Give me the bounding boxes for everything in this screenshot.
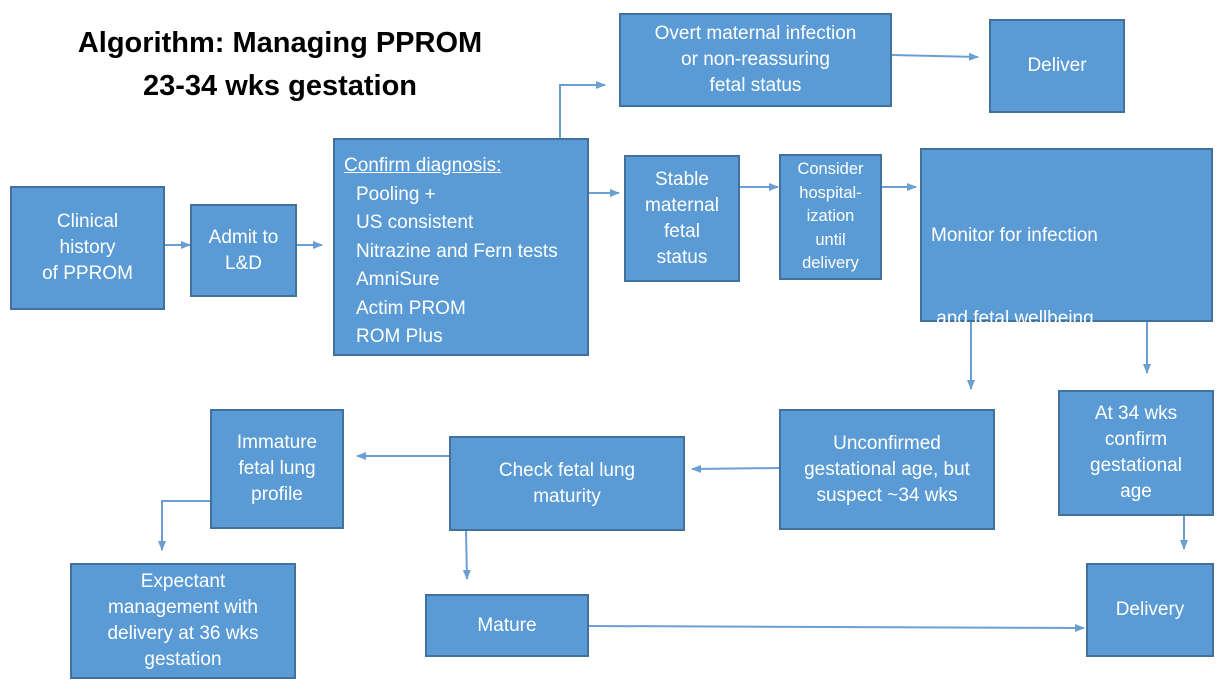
- diagram-title: Algorithm: Managing PPROM 23-34 wks gest…: [40, 22, 520, 108]
- confirm-item: Nitrazine and Fern tests: [356, 240, 558, 262]
- confirm-item: US consistent: [356, 212, 474, 233]
- node-immature-lung-profile: Immature fetal lung profile: [210, 409, 344, 529]
- confirm-item: AmniSure: [356, 269, 440, 290]
- node-unconfirmed-gestational-age: Unconfirmed gestational age, but suspect…: [779, 409, 995, 530]
- node-clinical-history: Clinical history of PPROM: [10, 186, 165, 310]
- title-line-1: Algorithm: Managing PPROM: [77, 27, 483, 59]
- node-delivery: Delivery: [1086, 563, 1214, 657]
- node-check-lung-maturity: Check fetal lung maturity: [449, 436, 685, 531]
- node-mature: Mature: [425, 594, 589, 657]
- title-line-2: 23-34 wks gestation: [143, 70, 417, 102]
- node-consider-hospitalization: Consider hospital- ization until deliver…: [779, 154, 882, 280]
- arrow-overt-to-deliver: [891, 52, 979, 61]
- arrow-mature-to-delivery: [588, 623, 1085, 632]
- confirm-heading: Confirm diagnosis:: [344, 155, 502, 176]
- confirm-item: ROM Plus: [356, 326, 443, 347]
- node-overt-infection: Overt maternal infection or non-reassuri…: [619, 13, 892, 107]
- node-stable-status: Stable maternal fetal status: [624, 155, 740, 282]
- confirm-item: Actim PROM: [356, 297, 466, 319]
- arrow-immature-to-expectant: [158, 500, 210, 551]
- node-deliver: Deliver: [989, 19, 1125, 113]
- node-expectant-management: Expectant management with delivery at 36…: [70, 563, 296, 679]
- node-at-34-wks: At 34 wks confirm gestational age: [1058, 390, 1214, 516]
- node-monitor-administer: Monitor for infection and fetal wellbein…: [920, 148, 1213, 576]
- arrow-unconfirmed-to-check: [691, 464, 780, 473]
- arrow-confirm-to-overt: [559, 81, 606, 138]
- confirm-item: Pooling +: [356, 183, 436, 205]
- arrow-check-to-mature: [462, 530, 471, 580]
- node-admit-ld: Admit to L&D: [190, 204, 297, 297]
- node-confirm-diagnosis: Confirm diagnosis: Pooling + US consiste…: [333, 138, 589, 356]
